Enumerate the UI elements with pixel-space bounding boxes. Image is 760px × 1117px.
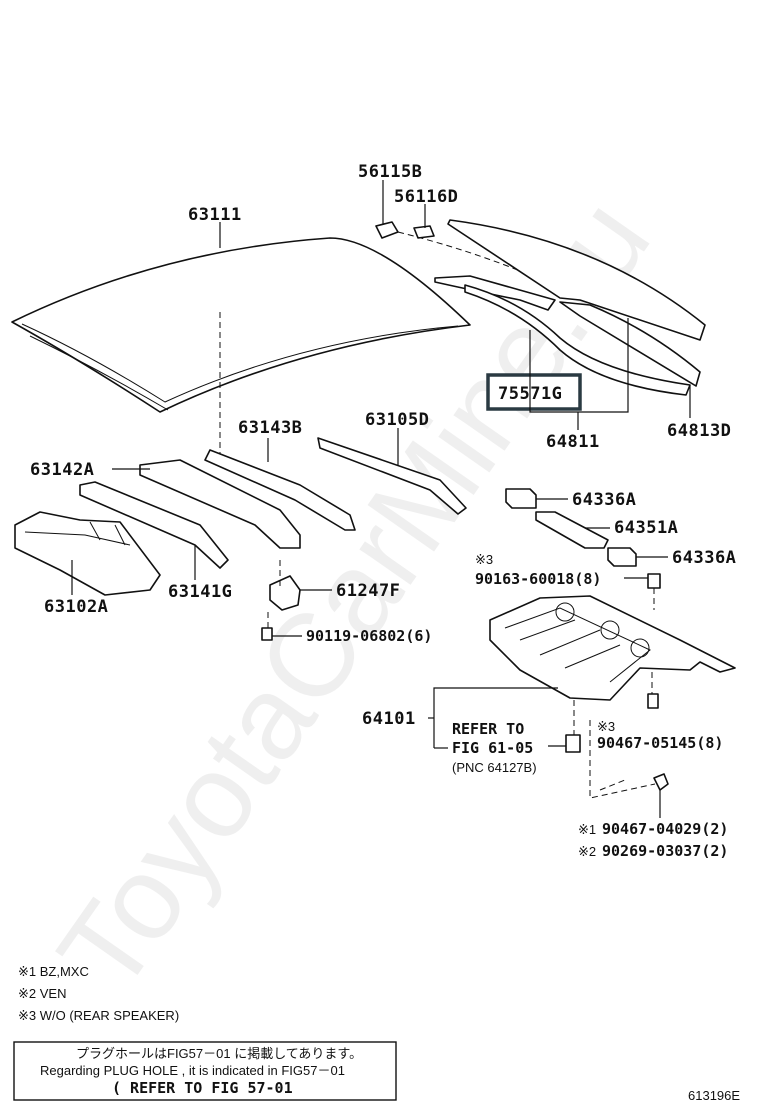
label-90467-04029: 90467-04029(2) bbox=[602, 820, 728, 838]
note-box bbox=[13, 1041, 397, 1101]
refer-line-3: (PNC 64127B) bbox=[452, 760, 537, 775]
mark-w-o-rear-speaker-1: ※3 bbox=[475, 552, 493, 567]
note-box-reference[interactable]: ( REFER TO FIG 57-01 bbox=[112, 1079, 293, 1097]
roof-panel-drawing bbox=[11, 237, 471, 455]
label-64351A: 64351A bbox=[614, 518, 678, 538]
package-tray-drawing bbox=[489, 488, 736, 799]
label-64813D: 64813D bbox=[667, 421, 731, 441]
legend-note-3: ※3 W/O (REAR SPEAKER) bbox=[18, 1008, 179, 1023]
note-box-japanese: プラグホールはFIG57－01 に掲載してあります。 bbox=[76, 1046, 362, 1061]
figure-code: 613196E bbox=[688, 1088, 740, 1103]
mark-bz-mxc: ※1 bbox=[578, 822, 596, 837]
label-64336A-top: 64336A bbox=[572, 490, 636, 510]
label-56115B: 56115B bbox=[358, 162, 422, 182]
label-61247F: 61247F bbox=[336, 581, 400, 601]
label-63111: 63111 bbox=[188, 205, 242, 225]
label-63105D: 63105D bbox=[365, 410, 429, 430]
mark-w-o-rear-speaker-2: ※3 bbox=[597, 719, 615, 734]
legend-note-2: ※2 VEN bbox=[18, 986, 66, 1001]
label-64101: 64101 bbox=[362, 709, 416, 729]
back-glass-drawing bbox=[434, 219, 706, 396]
label-box-75571G bbox=[486, 373, 582, 411]
label-90163-60018: 90163-60018(8) bbox=[475, 570, 601, 588]
roof-bows-drawing bbox=[14, 437, 467, 641]
label-90119-06802: 90119-06802(6) bbox=[306, 627, 432, 645]
label-64336A-bottom: 64336A bbox=[672, 548, 736, 568]
label-64811: 64811 bbox=[546, 432, 600, 452]
refer-line-1: REFER TO bbox=[452, 720, 524, 738]
label-90467-05145: 90467-05145(8) bbox=[597, 734, 723, 752]
label-90269-03037: 90269-03037(2) bbox=[602, 842, 728, 860]
mark-ven: ※2 bbox=[578, 844, 596, 859]
label-63102A: 63102A bbox=[44, 597, 108, 617]
label-63141G: 63141G bbox=[168, 582, 232, 602]
label-63142A: 63142A bbox=[30, 460, 94, 480]
label-63143B: 63143B bbox=[238, 418, 302, 438]
refer-line-2[interactable]: FIG 61-05 bbox=[452, 739, 533, 757]
label-56116D: 56116D bbox=[394, 187, 458, 207]
note-box-english: Regarding PLUG HOLE , it is indicated in… bbox=[40, 1063, 345, 1078]
legend-note-1: ※1 BZ,MXC bbox=[18, 964, 89, 979]
